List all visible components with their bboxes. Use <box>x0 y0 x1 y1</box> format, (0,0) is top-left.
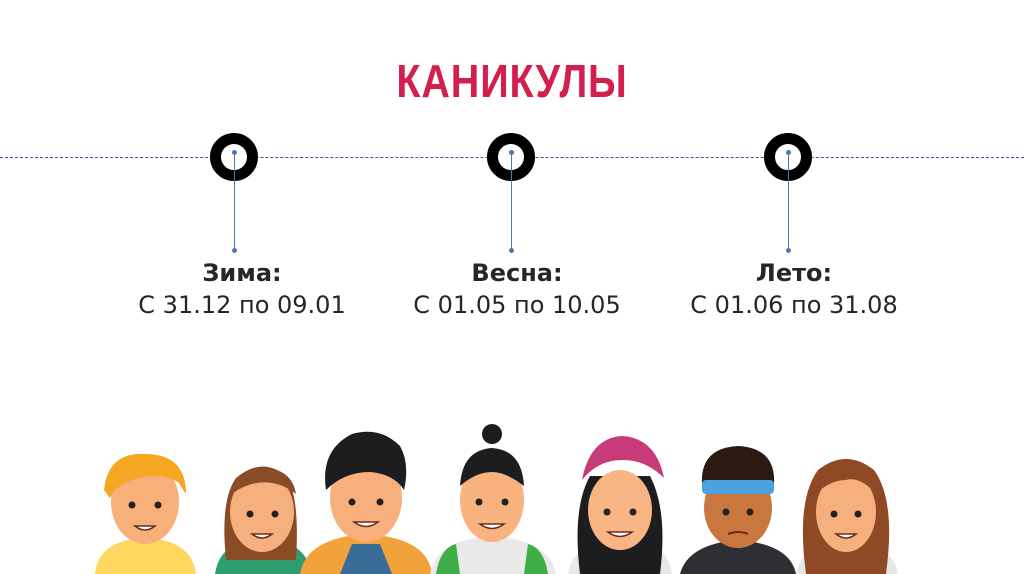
timeline-connector <box>511 153 512 249</box>
timeline-connector <box>788 153 789 249</box>
person-3-icon <box>300 431 432 574</box>
page-title: КАНИКУЛЫ <box>396 55 628 107</box>
timeline-connector <box>234 153 235 249</box>
timeline-dot-icon <box>786 248 791 253</box>
date-range: С 01.05 по 10.05 <box>413 291 621 319</box>
timeline-dot-icon <box>232 150 237 155</box>
person-4-icon <box>430 424 556 574</box>
period-winter: Зима: С 31.12 по 09.01 <box>102 258 382 322</box>
timeline-dot-icon <box>232 248 237 253</box>
person-6-icon <box>680 446 796 574</box>
person-7-icon <box>796 459 898 574</box>
date-range: С 31.12 по 09.01 <box>138 291 346 319</box>
timeline-dot-icon <box>509 150 514 155</box>
season-label: Лето: <box>755 259 833 287</box>
person-2-icon <box>215 466 312 574</box>
period-summer: Лето: С 01.06 по 31.08 <box>654 258 934 322</box>
group-of-young-people-illustration <box>95 424 898 574</box>
date-range: С 01.06 по 31.08 <box>690 291 898 319</box>
season-label: Зима: <box>202 259 282 287</box>
period-spring: Весна: С 01.05 по 10.05 <box>377 258 657 322</box>
timeline-dot-icon <box>786 150 791 155</box>
season-label: Весна: <box>471 259 563 287</box>
timeline-dot-icon <box>509 248 514 253</box>
person-5-icon <box>568 436 672 574</box>
person-1-icon <box>95 453 196 574</box>
